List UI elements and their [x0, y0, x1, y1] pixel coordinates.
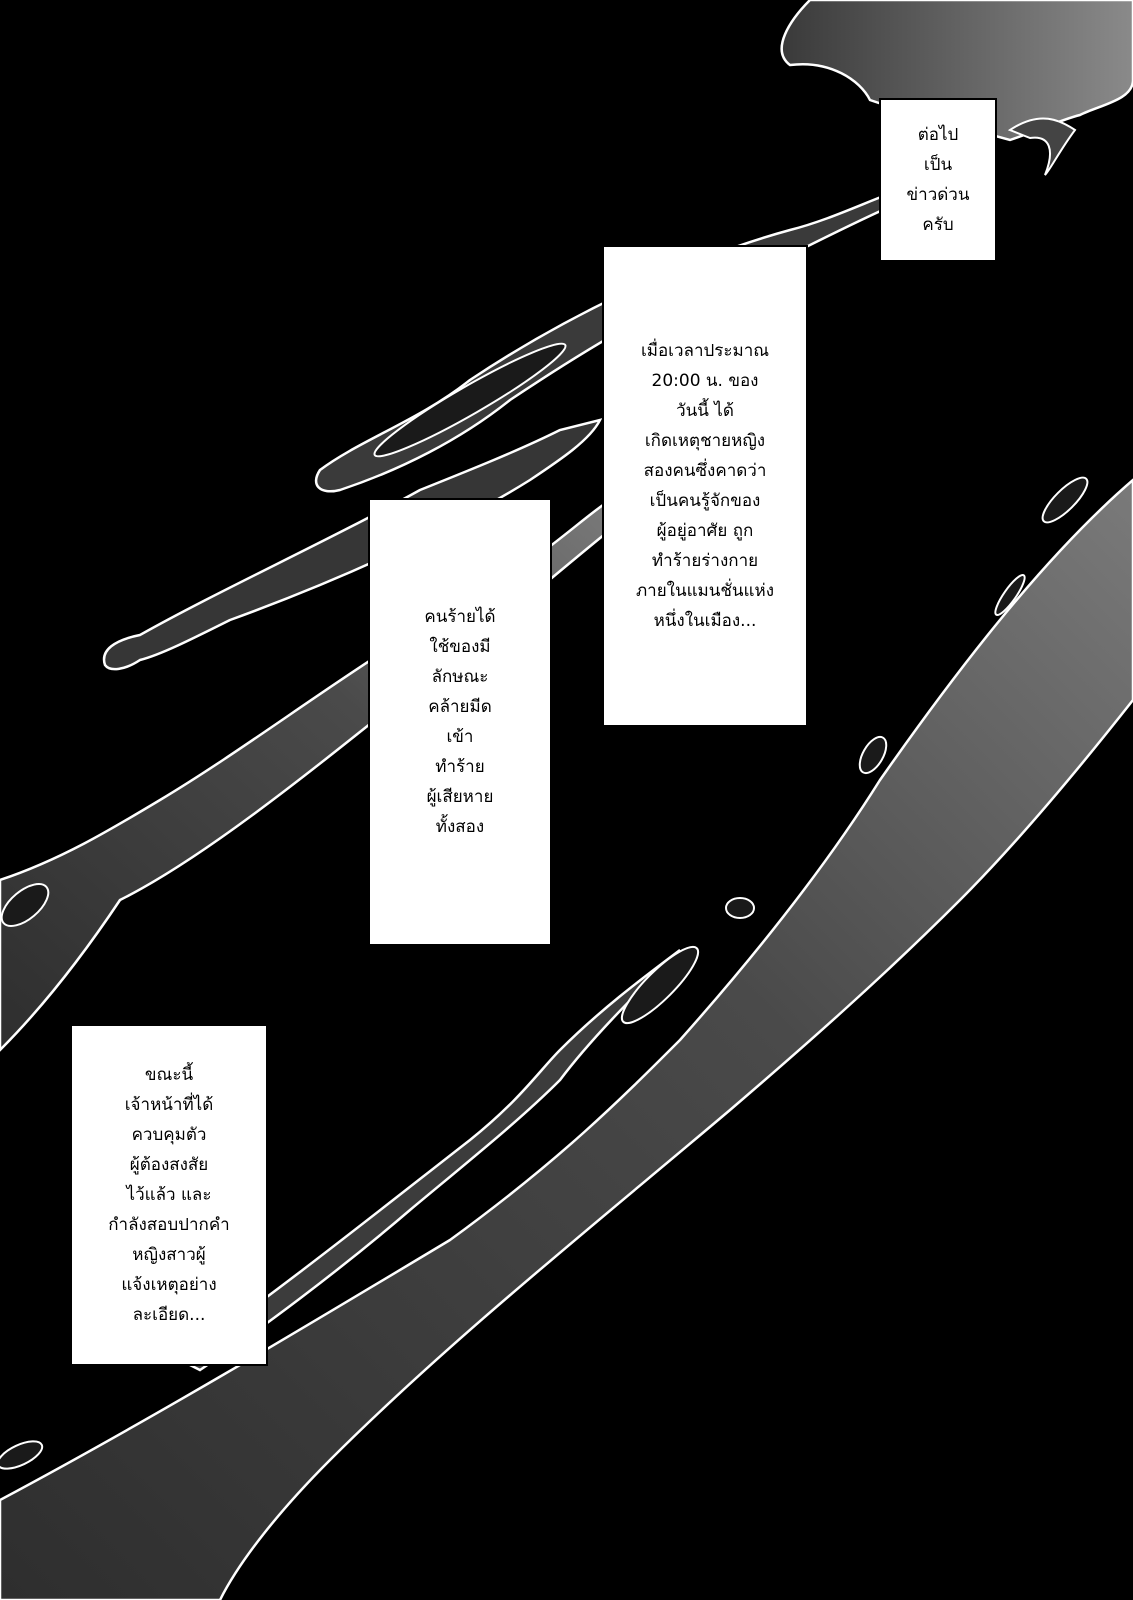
hole [620, 945, 700, 1025]
caption-line: ทั้งสอง [435, 817, 485, 837]
caption-line: หนึ่งในเมือง... [653, 611, 757, 631]
caption-line: ข่าวด่วน [906, 185, 970, 205]
caption-line: ผู้อยู่อาศัย ถูก [656, 521, 754, 541]
caption-line: เกิดเหตุชายหญิง [644, 431, 766, 451]
caption-line: ใช้ของมี [429, 637, 491, 657]
hole [858, 735, 888, 775]
hole [1041, 476, 1089, 524]
caption-line: ภายในแมนชั่นแห่ง [635, 581, 775, 601]
caption-line: 20:00 น. ของ [651, 371, 759, 391]
caption-line: เข้า [446, 727, 474, 747]
caption-line: ครับ [922, 215, 954, 235]
hole [994, 574, 1026, 616]
left-tendril [102, 418, 603, 671]
hole [0, 883, 50, 927]
caption-box-breaking-news: ต่อไป เป็น ข่าวด่วน ครับ [879, 98, 997, 262]
caption-line: ละเอียด... [132, 1305, 206, 1325]
caption-line: เป็น [923, 155, 953, 175]
caption-box-incident: เมื่อเวลาประมาณ 20:00 น. ของ วันนี้ ได้ … [602, 245, 808, 727]
top-right-drip [1007, 117, 1077, 176]
hole [0, 1440, 44, 1470]
caption-line: ผู้ต้องสงสัย [129, 1155, 209, 1175]
caption-line: ทำร้ายร่างกาย [651, 551, 759, 571]
caption-line: ต่อไป [917, 125, 959, 145]
caption-line: ทำร้าย [435, 757, 485, 777]
caption-line: ลักษณะ [431, 667, 489, 687]
caption-box-suspect: ขณะนี้ เจ้าหน้าที่ได้ ควบคุมตัว ผู้ต้องส… [70, 1024, 268, 1366]
caption-line: ผู้เสียหาย [426, 787, 494, 807]
caption-line: แจ้งเหตุอย่าง [121, 1275, 217, 1295]
caption-line: คนร้ายได้ [424, 607, 496, 627]
caption-line: ควบคุมตัว [131, 1125, 207, 1145]
hole [725, 897, 755, 919]
caption-line: เจ้าหน้าที่ได้ [124, 1095, 214, 1115]
caption-line: หญิงสาวผู้ [132, 1245, 206, 1265]
caption-line: ขณะนี้ [144, 1065, 194, 1085]
hole [373, 342, 567, 458]
caption-line: วันนี้ ได้ [676, 401, 734, 421]
caption-line: สองคนซึ่งคาดว่า [643, 461, 767, 481]
caption-line: เมื่อเวลาประมาณ [640, 341, 770, 361]
caption-line: เป็นคนรู้จักของ [649, 491, 761, 511]
caption-line: ไว้แล้ว และ [126, 1185, 212, 1205]
caption-line: กำลังสอบปากคำ [108, 1215, 230, 1235]
lower-band [0, 478, 1133, 1600]
caption-line: คล้ายมีด [428, 697, 492, 717]
caption-box-weapon: คนร้ายได้ ใช้ของมี ลักษณะ คล้ายมีด เข้า … [368, 498, 552, 946]
